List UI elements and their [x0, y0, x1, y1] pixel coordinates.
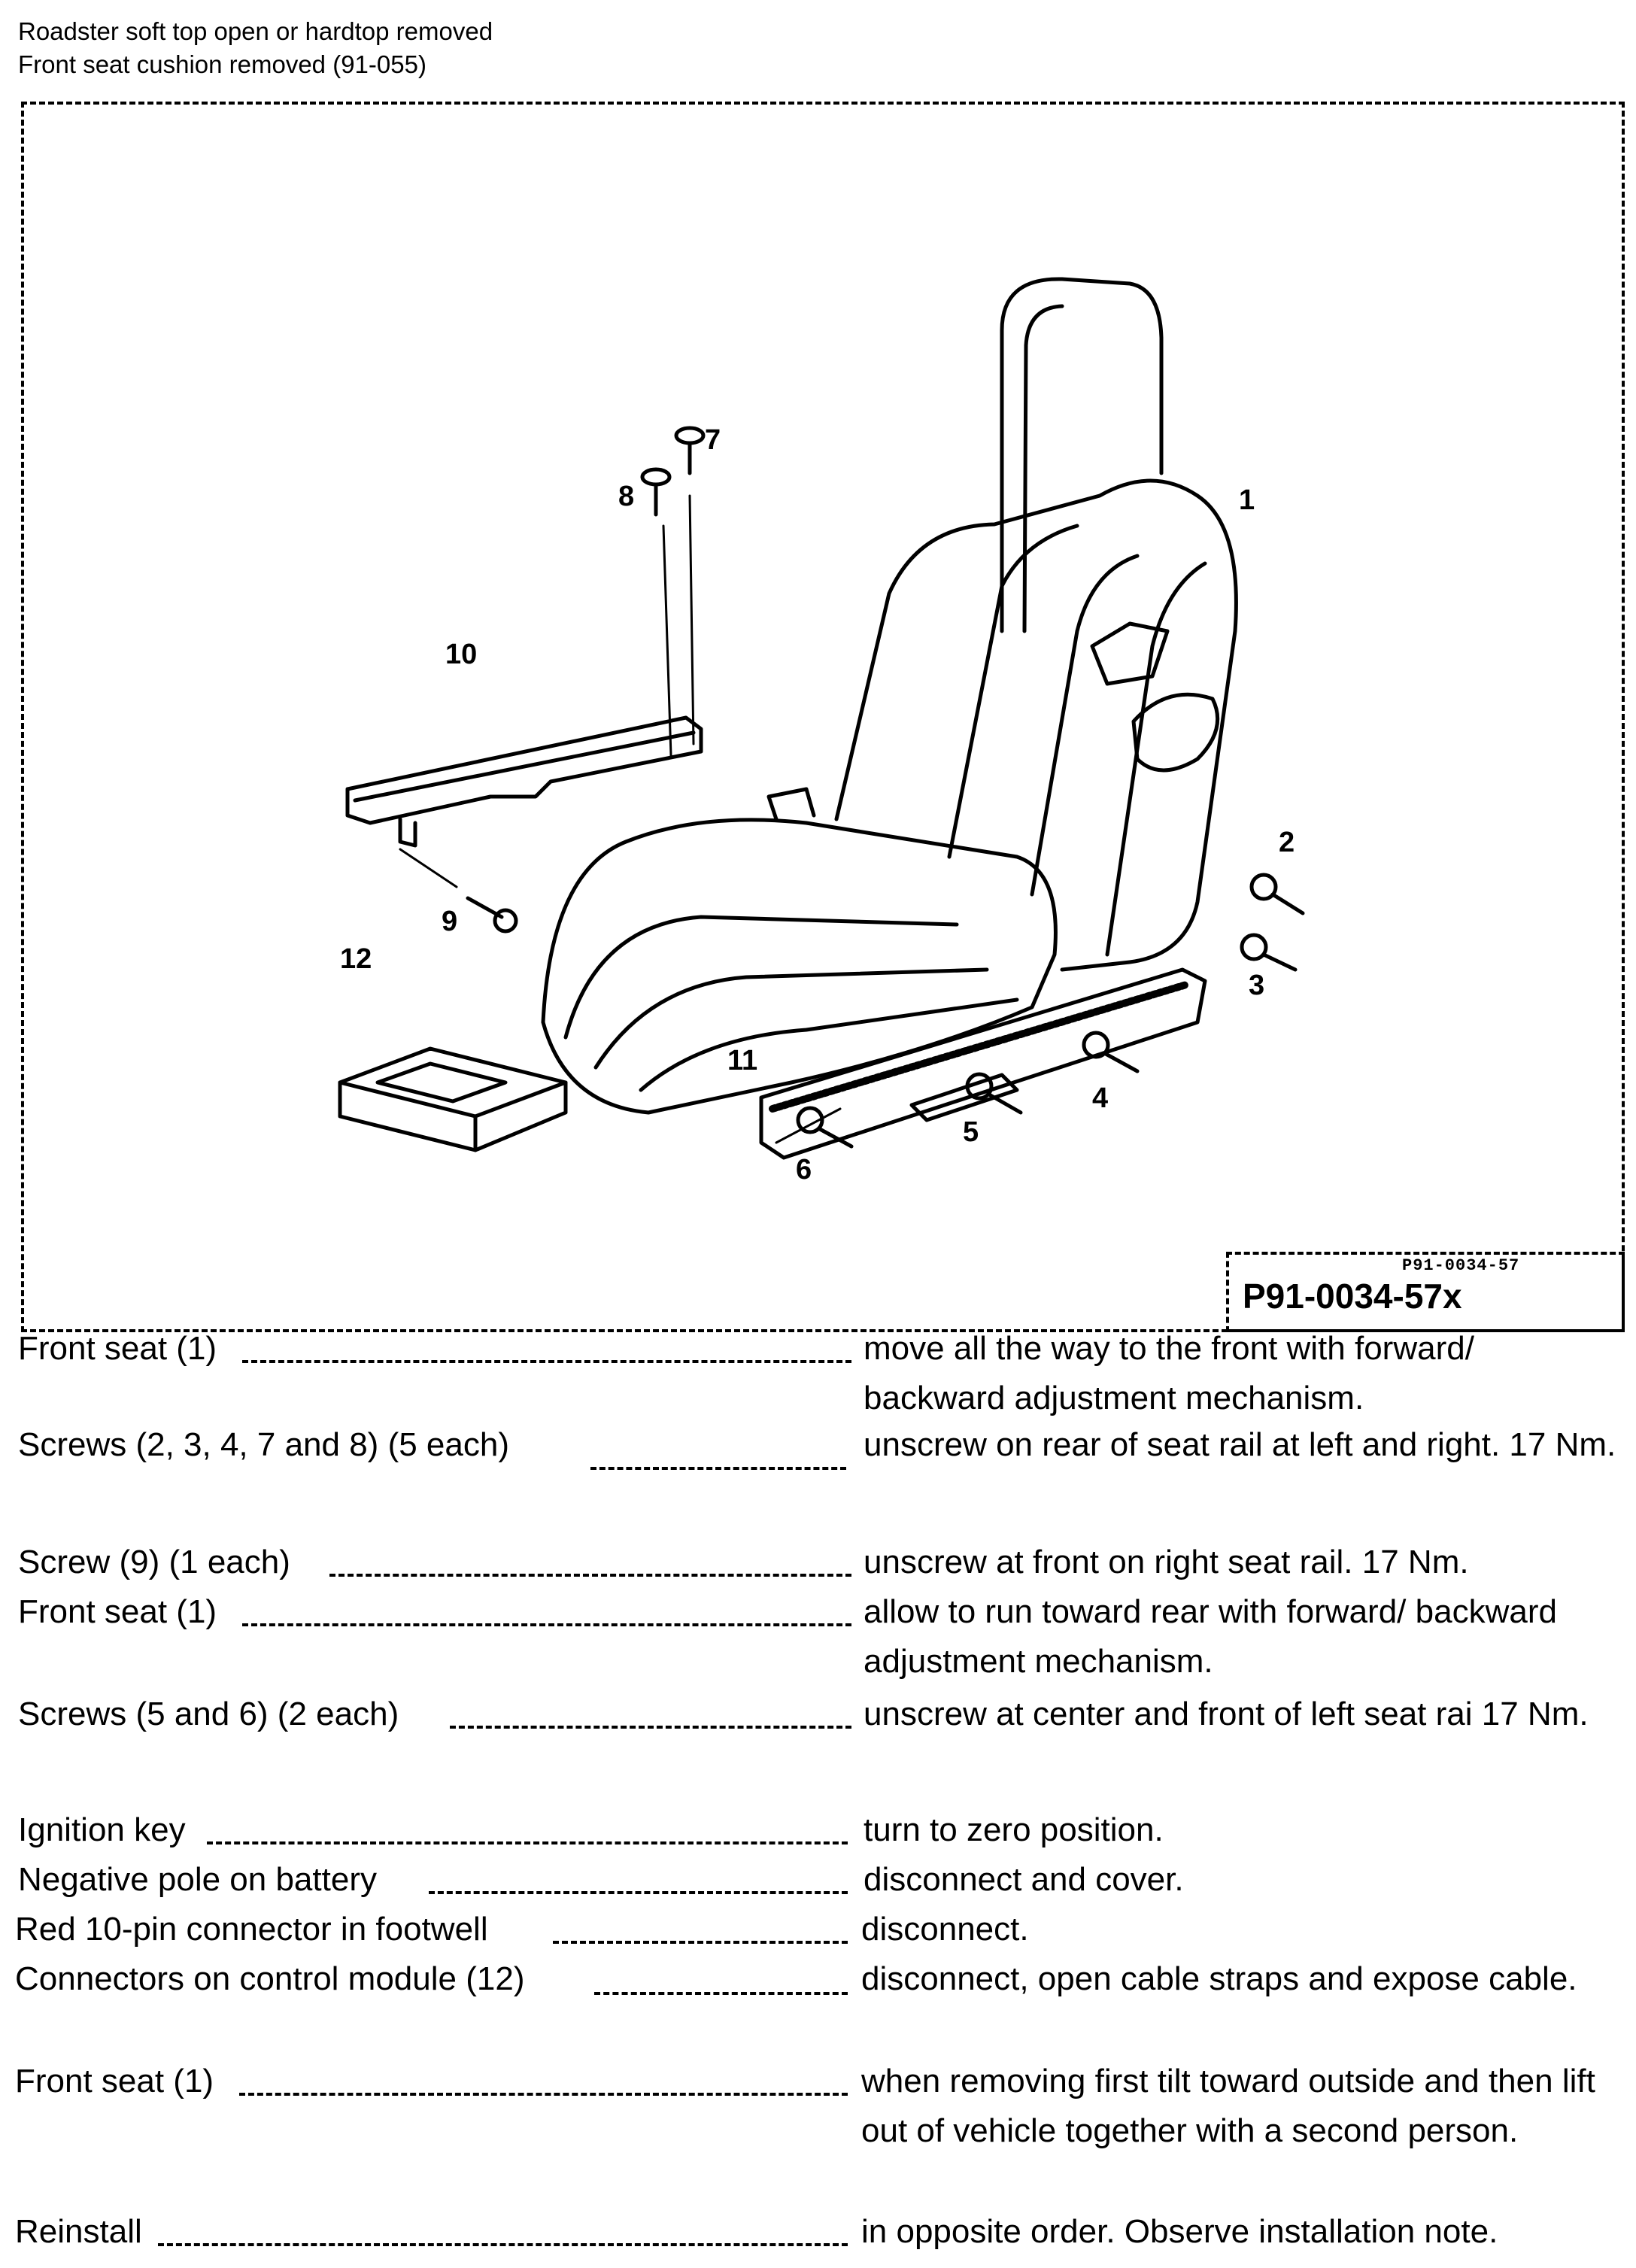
callout-8: 8 [618, 481, 635, 512]
step-item: Screw (9) (1 each) [18, 1544, 290, 1580]
leader-dots [242, 1360, 851, 1363]
leader-dots [329, 1574, 851, 1577]
prerequisite-1: Roadster soft top open or hardtop remove… [18, 17, 493, 45]
step-item: Negative pole on battery [18, 1861, 377, 1898]
step-instruction: unscrew at front on right seat rail. 17 … [864, 1544, 1469, 1580]
figure-code-small: P91-0034-57 [1402, 1256, 1520, 1275]
bolt-9 [466, 896, 518, 934]
step-instruction: disconnect, open cable straps and expose… [861, 1960, 1577, 1997]
belt-guide [1090, 621, 1170, 686]
leader-dots [429, 1891, 848, 1894]
step-item: Front seat (1) [15, 2063, 214, 2099]
leader-dots [553, 1941, 848, 1944]
step-instruction: disconnect and cover. [864, 1861, 1184, 1898]
step-instruction: unscrew at center and front of left seat… [864, 1696, 1589, 1732]
leader-dots [239, 2093, 848, 2096]
callout-11: 11 [727, 1045, 758, 1076]
leader-dots [450, 1726, 851, 1729]
figure-code: P91-0034-57x [1243, 1277, 1462, 1316]
figure-code-box: P91-0034-57 P91-0034-57x [1226, 1252, 1625, 1332]
step-instruction: when removing first tilt toward outside … [861, 2063, 1595, 2149]
step-instruction: in opposite order. Observe installation … [861, 2213, 1498, 2250]
leader-dots [590, 1467, 846, 1470]
leader-dots [594, 1992, 848, 1995]
step-item: Connectors on control module (12) [15, 1960, 525, 1997]
seat-rail-left [345, 715, 703, 825]
seat-cushion [541, 818, 1058, 1115]
exploded-view-figure: 1 2 3 4 5 6 7 8 9 10 11 12 [21, 102, 1625, 1332]
callout-7: 7 [705, 424, 721, 456]
callout-5: 5 [963, 1116, 979, 1148]
step-item: Front seat (1) [18, 1593, 217, 1630]
bolt-6 [796, 1106, 854, 1149]
bolt-5 [965, 1072, 1023, 1115]
callout-3: 3 [1249, 970, 1265, 1001]
step-instruction: move all the way to the front with forwa… [864, 1330, 1474, 1416]
callout-1: 1 [1239, 484, 1255, 516]
callout-2: 2 [1279, 827, 1295, 858]
prerequisite-2: Front seat cushion removed (91-055) [18, 50, 426, 78]
bolt-4 [1082, 1031, 1140, 1073]
bolt-8 [640, 467, 672, 517]
step-instruction: unscrew on rear of seat rail at left and… [864, 1426, 1616, 1463]
step-item: Screws (2, 3, 4, 7 and 8) (5 each) [18, 1426, 509, 1463]
seat-rail-right [759, 967, 1207, 1160]
leader-dots [158, 2243, 848, 2246]
callout-6: 6 [796, 1154, 812, 1186]
bolt-3 [1240, 933, 1298, 972]
step-item: Red 10-pin connector in footwell [15, 1911, 488, 1948]
step-item: Screws (5 and 6) (2 each) [18, 1696, 399, 1732]
step-item: Reinstall [15, 2213, 142, 2250]
seat-exploded-drawing [338, 277, 1305, 1160]
backrest [834, 478, 1238, 972]
leader-dots [207, 1841, 848, 1844]
step-instruction: allow to run toward rear with forward/ b… [864, 1593, 1557, 1680]
control-module [338, 1046, 568, 1152]
callout-10: 10 [445, 639, 478, 670]
bolt-2 [1249, 873, 1305, 915]
adjust-lever [1131, 692, 1220, 773]
step-item: Ignition key [18, 1811, 186, 1848]
headrest [1000, 277, 1164, 633]
bolt-7 [674, 426, 706, 475]
callout-9: 9 [442, 906, 458, 937]
leader-dots [242, 1623, 851, 1626]
step-item: Front seat (1) [18, 1330, 217, 1367]
callout-4: 4 [1092, 1082, 1109, 1114]
step-instruction: disconnect. [861, 1911, 1029, 1948]
step-instruction: turn to zero position. [864, 1811, 1164, 1848]
callout-12: 12 [340, 943, 372, 975]
